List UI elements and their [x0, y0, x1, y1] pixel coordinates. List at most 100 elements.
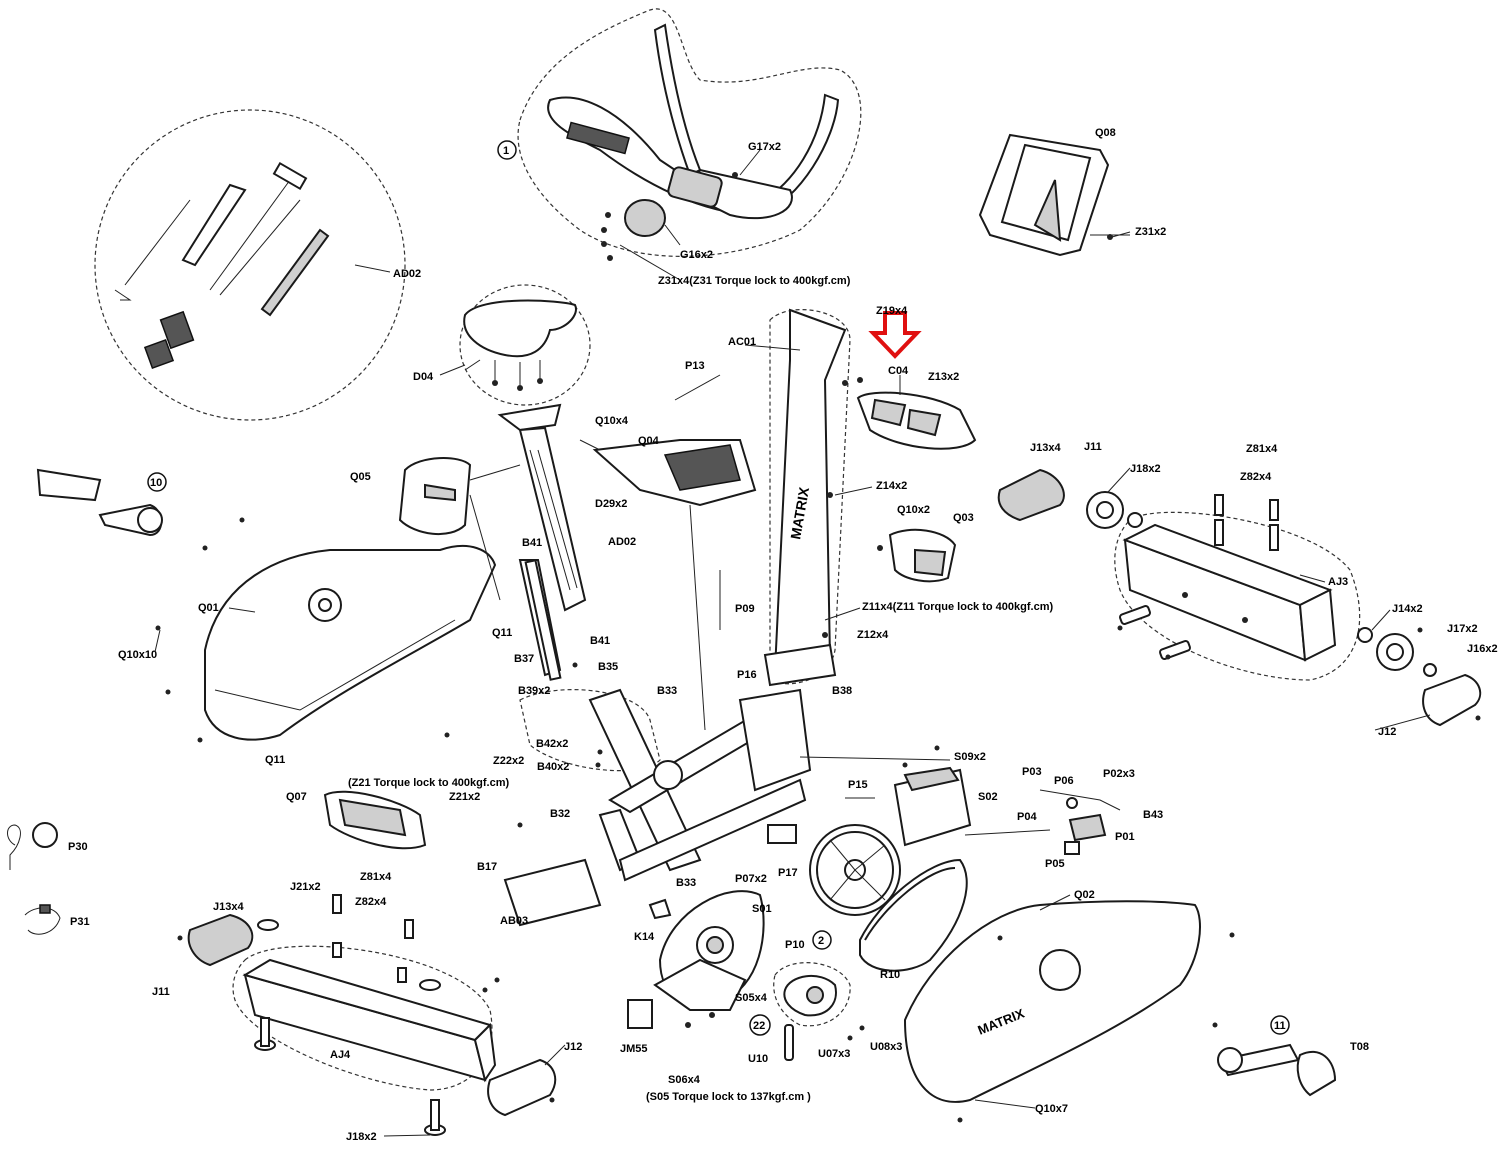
label-p10: P10	[785, 939, 805, 951]
label-p07x2: P07x2	[735, 873, 767, 885]
label-d04: D04	[413, 371, 434, 383]
belt-r10	[859, 858, 968, 972]
label-z31x2: Z31x2	[1135, 226, 1166, 238]
label-p30: P30	[68, 841, 88, 853]
crank-group-outline	[519, 689, 661, 772]
label-p09: P09	[735, 603, 755, 615]
label-d29x2: D29x2	[595, 498, 627, 510]
part-labels: G17x2 G16x2 Z31x4(Z31 Torque lock to 400…	[68, 127, 1498, 1143]
label-z19x4: Z19x4	[876, 305, 908, 317]
label-j16x2: J16x2	[1467, 643, 1498, 655]
label-j13x4b: J13x4	[213, 901, 244, 913]
part-q05	[398, 457, 521, 536]
bracket-22	[783, 974, 837, 1061]
rear-stabilizer	[1119, 494, 1337, 662]
label-q10x2: Q10x2	[897, 504, 930, 516]
label-b41a: B41	[522, 537, 542, 549]
label-j14x2: J14x2	[1392, 603, 1423, 615]
circled-number-10: 10	[147, 472, 167, 492]
label-q11b: Q11	[265, 754, 285, 766]
label-z11x4: Z11x4(Z11 Torque lock to 400kgf.cm)	[862, 601, 1053, 613]
rear-stabilizer-group-outline	[1114, 511, 1361, 681]
label-p01: P01	[1115, 831, 1135, 843]
part-q07	[323, 790, 427, 850]
label-p04: P04	[1017, 811, 1037, 823]
upright-group-outline	[769, 309, 851, 685]
label-q10x4: Q10x4	[595, 415, 629, 427]
label-j12b: J12	[564, 1041, 582, 1053]
main-frame	[503, 688, 812, 927]
left-cover-q01	[204, 545, 497, 741]
sensor-p30	[7, 822, 58, 870]
front-stabilizer-group-outline	[232, 945, 493, 1091]
label-q01: Q01	[198, 602, 219, 614]
cable-parts	[845, 789, 1121, 855]
highlight-arrow-icon	[868, 311, 922, 359]
generator-s02	[893, 766, 1051, 847]
label-q08: Q08	[1095, 127, 1116, 139]
label-z13x2: Z13x2	[928, 371, 959, 383]
label-b32: B32	[550, 808, 570, 820]
label-b43: B43	[1143, 809, 1163, 821]
brake-assembly-s01	[627, 890, 765, 1029]
ad02-detail-circle	[94, 109, 406, 421]
label-s05note: (S05 Torque lock to 137kgf.cm )	[646, 1091, 811, 1103]
label-b38: B38	[832, 685, 852, 697]
label-z22x2: Z22x2	[493, 755, 524, 767]
sensor-p31	[24, 904, 61, 935]
label-j21x2: J21x2	[290, 881, 321, 893]
circled-number-11: 11	[1270, 1015, 1290, 1035]
label-c04: C04	[888, 365, 909, 377]
label-q05: Q05	[350, 471, 371, 483]
label-j17x2: J17x2	[1447, 623, 1478, 635]
label-jm55: JM55	[620, 1043, 648, 1055]
label-u08x3: U08x3	[870, 1041, 902, 1053]
label-s02: S02	[978, 791, 998, 803]
label-p31: P31	[70, 916, 90, 928]
label-u10: U10	[748, 1053, 768, 1065]
label-u07x3: U07x3	[818, 1048, 850, 1060]
label-q07: Q07	[286, 791, 307, 803]
svg-text:1: 1	[503, 145, 509, 157]
label-q04: Q04	[638, 435, 660, 447]
label-p03: P03	[1022, 766, 1042, 778]
svg-text:2: 2	[818, 935, 824, 947]
label-g17x2: G17x2	[748, 141, 781, 153]
label-s05x4: S05x4	[735, 992, 768, 1004]
label-p16: P16	[737, 669, 757, 681]
label-z21x2: Z21x2	[449, 791, 480, 803]
label-j18x2a: J18x2	[1130, 463, 1161, 475]
label-j11a: J11	[1084, 441, 1102, 453]
label-j12a: J12	[1378, 726, 1396, 738]
label-s09x2: S09x2	[954, 751, 986, 763]
drive-pulley	[809, 824, 901, 916]
label-s01: S01	[752, 903, 772, 915]
part-c04	[856, 375, 977, 450]
label-aj4: AJ4	[330, 1049, 351, 1061]
label-aj3: AJ3	[1328, 576, 1348, 588]
handlebar-post: MATRIX	[744, 308, 863, 687]
label-p15: P15	[848, 779, 868, 791]
label-b33a: B33	[657, 685, 677, 697]
circled-number-1: 1	[497, 140, 517, 160]
label-z81x4a: Z81x4	[1246, 443, 1278, 455]
seat-assembly	[463, 299, 577, 391]
label-b40x2: B40x2	[537, 761, 569, 773]
label-r10: R10	[880, 969, 900, 981]
right-crank-arm	[1217, 1043, 1337, 1097]
label-p17: P17	[778, 867, 798, 879]
right-cover-q02: MATRIX	[903, 900, 1201, 1103]
bracket-group-outline	[773, 962, 851, 1027]
label-ad02-top: AD02	[393, 268, 421, 280]
label-ac01: AC01	[728, 336, 756, 348]
label-p05: P05	[1045, 858, 1065, 870]
part-q04	[579, 439, 757, 507]
label-q03: Q03	[953, 512, 974, 524]
label-z14x2: Z14x2	[876, 480, 907, 492]
label-z21note: (Z21 Torque lock to 400kgf.cm)	[348, 777, 510, 789]
seat-group-outline	[459, 284, 591, 406]
label-z12x4: Z12x4	[857, 629, 889, 641]
front-stabilizer	[187, 894, 557, 1136]
